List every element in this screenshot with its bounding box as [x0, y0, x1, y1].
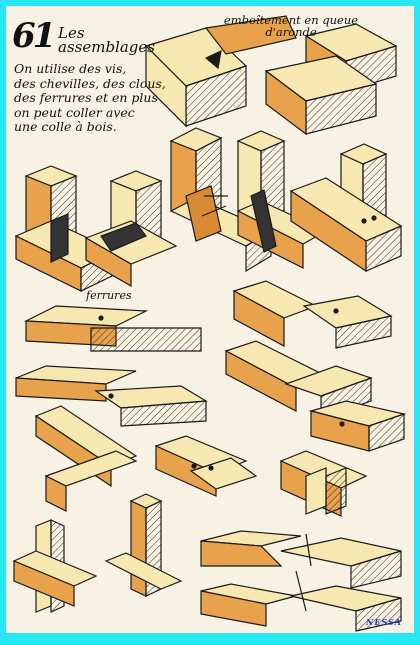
title-line: assemblages: [58, 38, 155, 56]
description-line: une colle à bois.: [14, 119, 117, 134]
lap-joint-1: [23, 305, 202, 352]
screw-icon: [201, 205, 227, 217]
description-line: des chevilles, des clous,: [14, 75, 166, 91]
wood-joints-illustration: [12, 15, 407, 632]
lap-joint-3: [15, 365, 208, 427]
screw-icon: [305, 533, 312, 567]
bracket-joint-2: [84, 170, 178, 288]
page-number: 61: [12, 16, 56, 56]
page-description: On utilise des vis, des chevilles, des c…: [14, 61, 199, 135]
description-line: on peut coller avec: [14, 104, 135, 120]
bridle-joint: [279, 450, 368, 517]
bracket-joint-3: [236, 130, 328, 269]
description-line: On utilise des vis,: [14, 61, 127, 76]
scarf-joint-2: [200, 570, 402, 632]
bracket-joint-1: [14, 165, 118, 292]
scarf-joint-1: [200, 530, 402, 589]
screwed-tee-joint: [154, 435, 258, 497]
ferrures-label: ferrures: [86, 289, 132, 302]
angle-lap-joint: [34, 405, 138, 512]
book-page: 61 Les assemblages On utilise des vis, d…: [6, 6, 414, 633]
lap-joint-2: [232, 280, 393, 349]
dovetail-joint-1: [144, 15, 297, 128]
dovetail-label-line: emboîtement en queue: [223, 13, 359, 27]
page-title: Les assemblages: [58, 24, 155, 56]
cross-joint: [12, 519, 98, 613]
dovetail-label-line: d'aronde: [265, 25, 317, 39]
lap-joint-4: [308, 400, 407, 452]
dovetail-joint-3: [264, 55, 378, 136]
screw-joint-1: [169, 127, 273, 273]
title-line: Les: [58, 24, 85, 42]
peg-joint: [289, 143, 403, 273]
screw-icon: [295, 570, 307, 612]
dovetail-label: emboîtement en queue d'aronde: [186, 14, 396, 38]
post-joint: [104, 493, 183, 597]
signature: NESSA: [366, 617, 402, 627]
description-line: des ferrures et en plus: [14, 90, 158, 105]
